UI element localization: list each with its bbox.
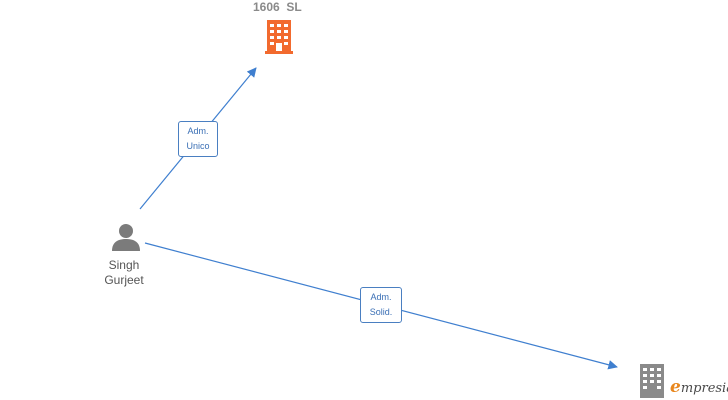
person-name[interactable]: Singh Gurjeet: [89, 258, 159, 288]
building-icon[interactable]: [265, 20, 293, 54]
person-name-line2: Gurjeet: [104, 273, 144, 287]
edge-label-adm-unico[interactable]: Adm. Unico: [178, 121, 218, 157]
person-icon[interactable]: [112, 224, 140, 251]
company-name-top[interactable]: 1606 SL: [253, 0, 302, 14]
edge-label-line2: Unico: [186, 141, 210, 151]
edge-label-line1: Adm.: [187, 126, 209, 136]
edge-label-line1: Adm.: [370, 292, 392, 302]
watermark-text: mpresia: [680, 381, 728, 396]
watermark-accent: e: [670, 377, 681, 397]
edge-label-line2: Solid.: [369, 307, 393, 317]
empresia-watermark: empresia: [670, 377, 728, 397]
edge-label-adm-solid[interactable]: Adm. Solid.: [360, 287, 402, 323]
building-icon[interactable]: [640, 364, 664, 398]
person-name-line1: Singh: [108, 258, 140, 272]
